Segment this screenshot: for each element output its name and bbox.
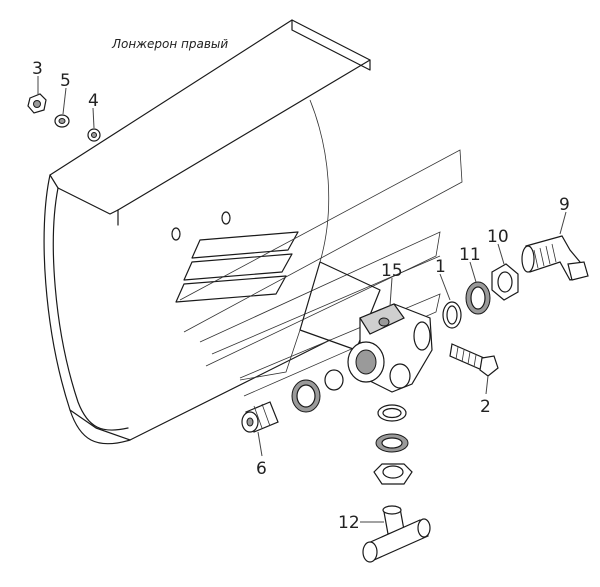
- seal-ring-left: [291, 379, 321, 413]
- bolt-2: [449, 343, 499, 377]
- callout-10: 10: [487, 227, 509, 247]
- callout-4: 4: [88, 91, 99, 111]
- callout-11: 11: [459, 245, 481, 265]
- washer-lower-2: [375, 433, 409, 453]
- washer-5: [54, 114, 70, 128]
- seal-ring-1: [442, 301, 462, 329]
- callout-15: 15: [381, 261, 403, 281]
- elbow-fitting-9: [521, 235, 589, 281]
- nut-3: [27, 93, 47, 114]
- union-6: [241, 401, 279, 433]
- nut-lower: [373, 463, 413, 485]
- leader-lines: [37, 76, 567, 523]
- tee-12: [362, 505, 431, 563]
- frame-rail: [43, 19, 463, 445]
- ring-11: [465, 281, 491, 315]
- callout-12: 12: [338, 513, 360, 533]
- nut-10: [491, 263, 519, 301]
- callout-1: 1: [435, 257, 446, 277]
- washer-left: [324, 369, 344, 391]
- callout-2: 2: [480, 397, 491, 417]
- tee-fitting-15: [347, 303, 433, 393]
- frame-rail-caption: Лонжерон правый: [111, 37, 228, 51]
- callout-3: 3: [32, 59, 43, 79]
- callouts: 3 5 4 15 1 11 10 9 2 6 12: [32, 59, 570, 533]
- callout-6: 6: [256, 459, 267, 479]
- washer-lower-1: [377, 404, 407, 422]
- washer-4: [87, 128, 101, 142]
- callout-5: 5: [60, 71, 71, 91]
- callout-9: 9: [559, 195, 570, 215]
